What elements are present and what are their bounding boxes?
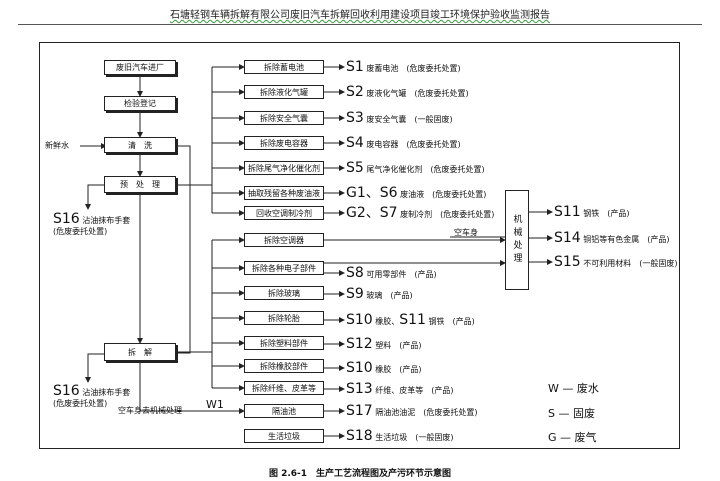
output-s18: S18 生活垃圾 (一般固废) — [346, 428, 454, 444]
pretreatment-box: 预 处 理 — [104, 176, 176, 193]
diagram-frame — [39, 42, 680, 449]
empty-body-label: 空车身 — [454, 228, 478, 237]
line-pretreat-s16 — [85, 184, 110, 210]
output-s13: S13 纤维、皮革等 (产品) — [346, 381, 454, 397]
step-remove-fiber-leather: 拆除纤维、皮革等 — [244, 381, 324, 395]
legend-wastewater: W — 废水 — [548, 382, 599, 395]
oil-separator-box: 隔油池 — [244, 404, 324, 418]
domestic-waste-box: 生活垃圾 — [244, 429, 324, 443]
output-s10-s11: S10 橡胶、S11 钢铁 (产品) — [346, 312, 475, 328]
figure-caption: 图 2.6-1 生产工艺流程图及产污环节示意图 — [268, 469, 452, 479]
output-g1-s6: G1、S6 废油液 (危废委托处置) — [346, 185, 487, 201]
output-s11-steel: S11 钢铁 (产品) — [554, 204, 630, 220]
output-s14-nonferrous: S14 铜铝等有色金属 (产品) — [554, 230, 670, 246]
body-to-mechanical-label: 空车身去机械处理 — [118, 406, 182, 415]
output-s2: S2 废液化气罐 (危废委托处置) — [346, 84, 469, 100]
line-dismantle-s16 — [85, 353, 110, 383]
step-remove-aircon: 拆除空调器 — [244, 233, 324, 247]
legend-solid-waste: S — 固废 — [548, 407, 595, 420]
output-s12: S12 塑料 (产品) — [346, 336, 422, 352]
output-s15-unusable: S15 不可利用材料 (一般固废) — [554, 254, 678, 270]
report-header: 石塘轻钢车辆拆解有限公司废旧汽车拆解回收利用建设项目竣工环境保护验收监测报告 — [170, 10, 550, 21]
step-remove-lpg-tank: 拆除液化气罐 — [244, 85, 324, 99]
header-divider — [18, 24, 702, 25]
step-remove-glass: 拆除玻璃 — [244, 286, 324, 300]
step-remove-capacitor: 拆除废电容器 — [244, 136, 324, 150]
output-s4: S4 废电容器 (危废委托处置) — [346, 135, 461, 151]
w1-label: W1 — [206, 398, 224, 411]
s16-bottom-label: S16 沾油抹布手套 (危废委托处置) — [53, 383, 131, 409]
inspection-box: 检验登记 — [104, 96, 176, 111]
output-s1: S1 废蓄电池 (危废委托处置) — [346, 59, 461, 75]
output-g2-s7: G2、S7 废制冷剂 (危废委托处置) — [346, 205, 495, 221]
step-remove-plastic: 拆除塑料部件 — [244, 336, 324, 350]
step-extract-oil: 抽取残留各种废油液 — [244, 186, 324, 200]
legend-waste-gas: G — 废气 — [548, 431, 597, 444]
cleaning-box: 清 洗 — [104, 137, 176, 153]
step-remove-rubber: 拆除橡胶部件 — [244, 359, 324, 373]
step-remove-tires: 拆除轮胎 — [244, 311, 324, 325]
step-recover-refrigerant: 回收空调制冷剂 — [244, 206, 324, 220]
car-intake-box: 废旧汽车进厂 — [104, 60, 176, 75]
output-s5: S5 尾气净化催化剂 (危废委托处置) — [346, 160, 485, 176]
fresh-water-label: 新鲜水 — [45, 141, 69, 150]
step-remove-battery: 拆除蓄电池 — [244, 60, 324, 74]
step-remove-electronics: 拆除各种电子部件 — [244, 261, 324, 275]
output-s9: S9 玻璃 (产品) — [346, 286, 413, 302]
output-s8: S8 可用零部件 (产品) — [346, 265, 437, 281]
s16-top-label: S16 沾油抹布手套 (危废委托处置) — [53, 211, 131, 237]
mechanical-processing-box: 机械处理 — [505, 190, 529, 290]
output-s17: S17 隔油池油泥 (危废委托处置) — [346, 403, 478, 419]
line-cleaning-wastewater — [178, 145, 191, 354]
output-s10-rubber: S10 橡胶 (产品) — [346, 360, 422, 376]
step-remove-catalyst: 拆除尾气净化催化剂 — [244, 161, 324, 175]
dismantling-box: 拆 解 — [104, 343, 176, 361]
output-s3: S3 废安全气囊 (一般固废) — [346, 110, 453, 126]
step-remove-airbag: 拆除安全气囊 — [244, 111, 324, 125]
